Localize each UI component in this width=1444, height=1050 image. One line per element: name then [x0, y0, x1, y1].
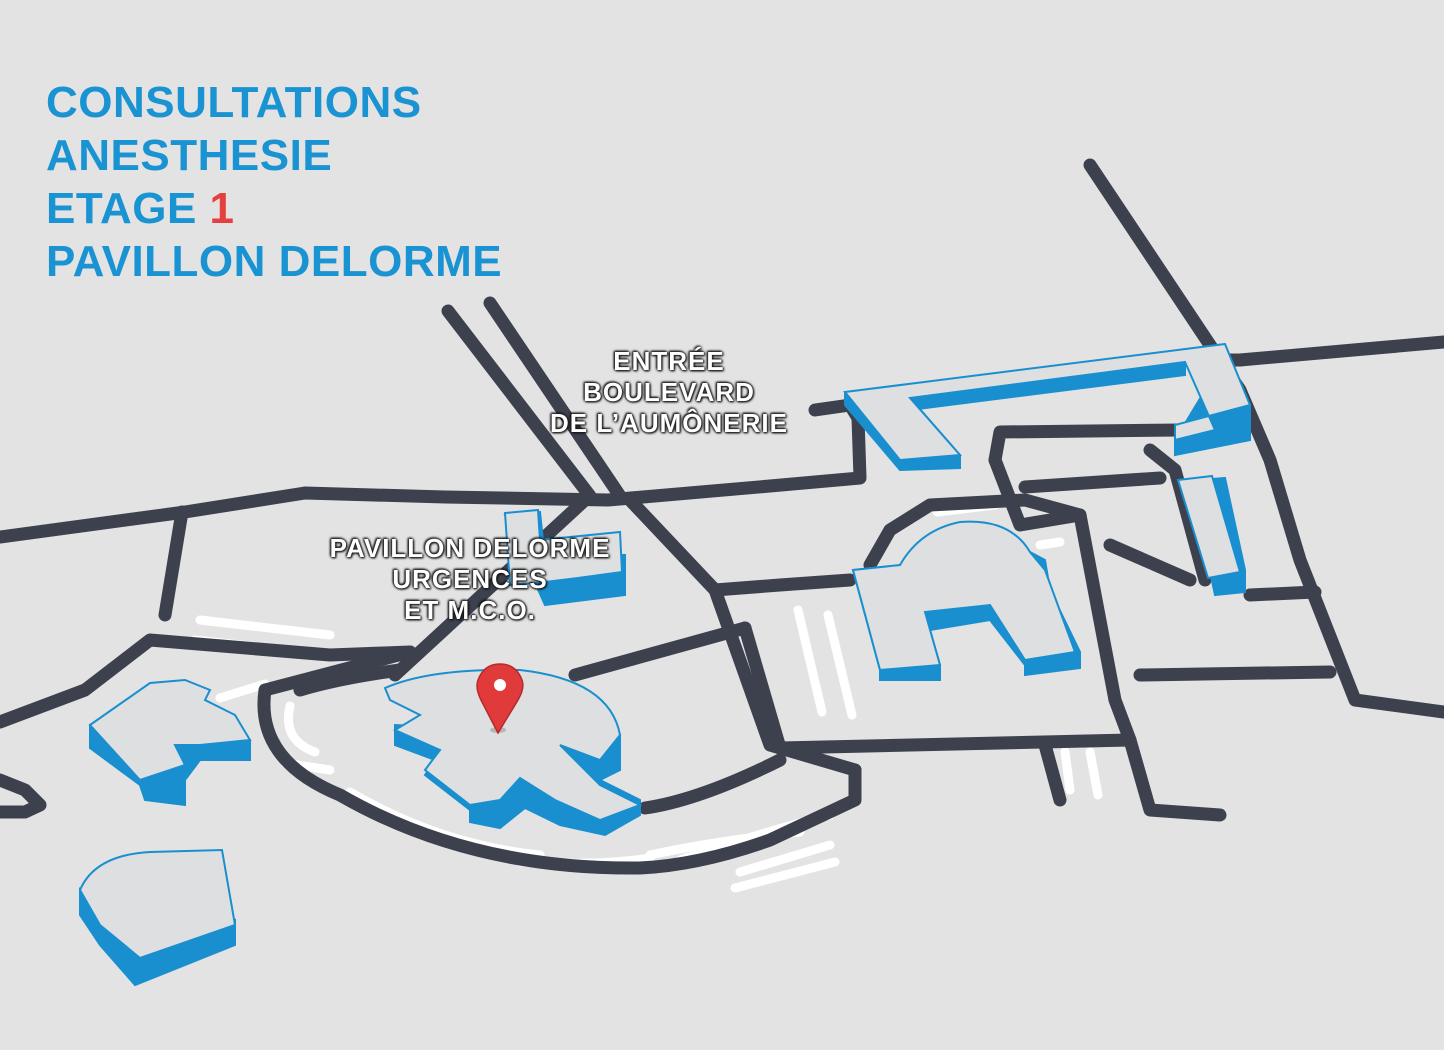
title-line-pavillon: PAVILLON DELORME [46, 237, 503, 286]
building-east [851, 520, 1081, 681]
label-pavilion-line: PAVILLON DELORME [329, 533, 611, 563]
title-etage-prefix: ETAGE [46, 184, 210, 233]
title-line-etage: ETAGE 1 [46, 182, 502, 235]
building-east-strip [1176, 474, 1246, 597]
label-pavilion: PAVILLON DELORME URGENCES ET M.C.O. [285, 533, 655, 626]
label-entrance-line: BOULEVARD [583, 377, 755, 407]
building-pavillon-delorme [383, 668, 643, 837]
building-west [88, 678, 252, 807]
label-entrance: ENTRÉE BOULEVARD DE L’AUMÔNERIE [528, 346, 810, 439]
label-pavilion-line: URGENCES [392, 564, 548, 594]
map-pin-icon [476, 663, 524, 735]
page-title: CONSULTATIONS ANESTHESIE ETAGE 1 PAVILLO… [46, 76, 502, 288]
building-southwest [78, 848, 237, 987]
building-central-north [503, 508, 626, 607]
label-entrance-line: ENTRÉE [613, 346, 725, 376]
building-north-wing [843, 342, 1252, 472]
title-etage-number: 1 [209, 184, 235, 233]
title-line-consultations: CONSULTATIONS [46, 78, 422, 127]
title-line-anesthesie: ANESTHESIE [46, 131, 333, 180]
label-entrance-line: DE L’AUMÔNERIE [550, 408, 788, 438]
buildings [78, 342, 1252, 987]
label-pavilion-line: ET M.C.O. [404, 595, 536, 625]
